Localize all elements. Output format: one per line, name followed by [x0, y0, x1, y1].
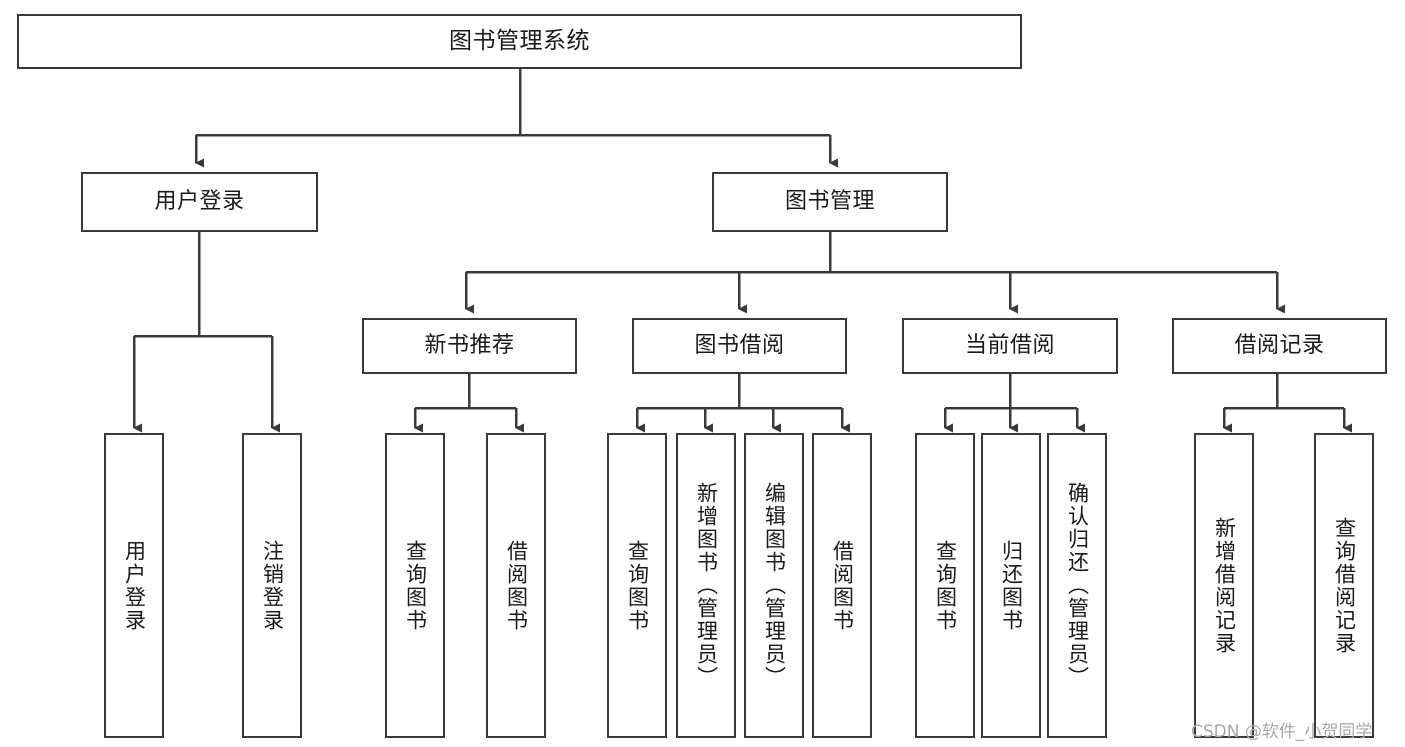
leaf-borrow-query-book[interactable]: 查询图书	[607, 433, 667, 738]
node-book-management[interactable]: 图书管理	[712, 172, 948, 232]
leaf-current-return-book[interactable]: 归还图书	[981, 433, 1041, 738]
leaf-new-book-borrow[interactable]: 借阅图书	[486, 433, 546, 738]
leaf-current-query-book[interactable]: 查询图书	[915, 433, 975, 738]
node-label: 借阅图书	[504, 539, 529, 632]
node-label: 编辑图书（管理员）	[762, 482, 787, 689]
node-book-borrow[interactable]: 图书借阅	[632, 318, 847, 374]
leaf-record-add[interactable]: 新增借阅记录	[1194, 433, 1254, 738]
leaf-record-query[interactable]: 查询借阅记录	[1314, 433, 1374, 738]
node-label: 注销登录	[260, 539, 285, 632]
node-label: 图书借阅	[694, 333, 785, 359]
node-new-book-recommend[interactable]: 新书推荐	[362, 318, 577, 374]
node-label: 图书管理系统	[449, 27, 590, 54]
node-label: 借阅图书	[830, 539, 855, 632]
leaf-new-book-query[interactable]: 查询图书	[385, 433, 445, 738]
node-label: 查询图书	[933, 539, 958, 632]
node-label: 归还图书	[999, 539, 1024, 632]
node-root-system[interactable]: 图书管理系统	[17, 14, 1022, 69]
node-label: 查询图书	[625, 539, 650, 632]
leaf-current-confirm-return[interactable]: 确认归还（管理员）	[1047, 433, 1107, 738]
leaf-user-login-signin[interactable]: 用户登录	[104, 433, 164, 738]
node-borrow-record[interactable]: 借阅记录	[1172, 318, 1387, 374]
leaf-user-login-signout[interactable]: 注销登录	[242, 433, 302, 738]
node-label: 查询图书	[403, 539, 428, 632]
leaf-borrow-edit-book[interactable]: 编辑图书（管理员）	[744, 433, 804, 738]
node-label: 新书推荐	[424, 333, 515, 359]
node-user-login[interactable]: 用户登录	[81, 172, 318, 232]
node-label: 用户登录	[154, 189, 245, 215]
node-label: 图书管理	[784, 189, 875, 215]
csdn-watermark: CSDN @软件_小贺同学	[1191, 722, 1373, 742]
node-label: 确认归还（管理员）	[1065, 482, 1090, 689]
node-current-borrow[interactable]: 当前借阅	[902, 318, 1118, 374]
leaf-borrow-borrow-book[interactable]: 借阅图书	[812, 433, 872, 738]
leaf-borrow-add-book[interactable]: 新增图书（管理员）	[676, 433, 736, 738]
node-label: 用户登录	[122, 539, 147, 632]
node-label: 新增图书（管理员）	[694, 482, 719, 689]
node-label: 新增借阅记录	[1212, 516, 1237, 655]
node-label: 当前借阅	[964, 333, 1055, 359]
node-label: 借阅记录	[1234, 333, 1325, 359]
node-label: 查询借阅记录	[1332, 516, 1357, 655]
